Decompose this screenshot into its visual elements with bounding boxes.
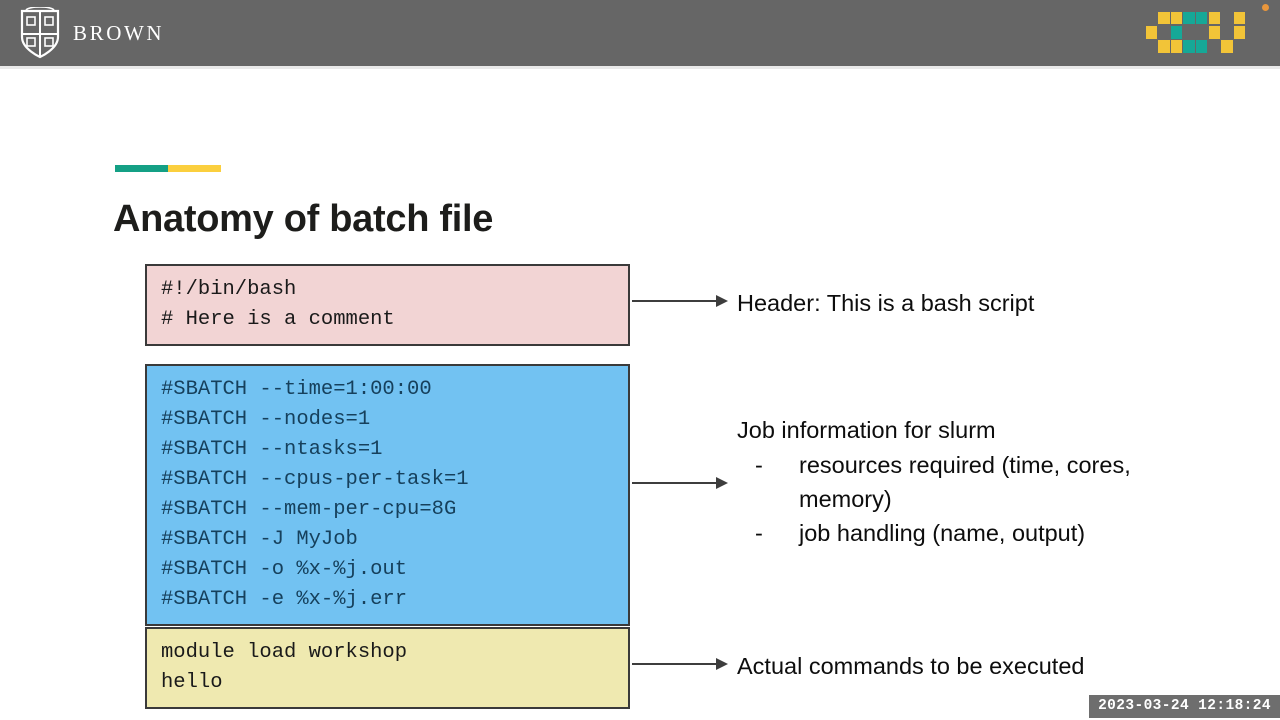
bullet-marker: -	[755, 520, 763, 546]
arrow-to-slurm-note	[632, 476, 728, 490]
pixel-cell	[1196, 12, 1208, 25]
pixel-cell	[1208, 26, 1220, 39]
brown-university-logo: BROWN	[20, 7, 164, 59]
pixel-cell	[1233, 12, 1246, 25]
pixel-cell	[1158, 40, 1170, 53]
list-item: - job handling (name, output)	[755, 516, 1167, 550]
pixel-cell	[1170, 26, 1183, 39]
annotation-commands-note: Actual commands to be executed	[737, 653, 1085, 679]
pixel-cell	[1208, 12, 1220, 25]
pixel-cell	[1183, 12, 1195, 25]
brown-shield-icon	[20, 7, 60, 59]
annotation-header-note: Header: This is a bash script	[737, 290, 1035, 316]
pixel-grid-logo-icon	[1133, 12, 1249, 56]
pixel-cell	[1233, 26, 1246, 39]
recording-timestamp: 2023-03-24 12:18:24	[1089, 695, 1280, 718]
pixel-cell	[1196, 40, 1208, 53]
bullet-text: job handling (name, output)	[799, 520, 1086, 546]
bullet-text: resources required (time, cores, memory)	[799, 452, 1131, 512]
list-item: - resources required (time, cores, memor…	[755, 448, 1167, 516]
pixel-cell	[1145, 26, 1157, 39]
annotation-slurm-note: Job information for slurm - resources re…	[737, 413, 1167, 550]
header-underline	[0, 66, 1280, 69]
accent-bar-teal	[115, 165, 168, 172]
arrow-to-commands-note	[632, 657, 728, 671]
bullet-marker: -	[755, 452, 763, 478]
top-header-bar	[0, 0, 1280, 66]
code-block-commands: module load workshop hello	[145, 627, 630, 709]
arrow-to-header-note	[632, 294, 728, 308]
pixel-cell	[1170, 40, 1183, 53]
code-block-header: #!/bin/bash # Here is a comment	[145, 264, 630, 346]
brown-wordmark: BROWN	[73, 20, 165, 45]
page-title: Anatomy of batch file	[113, 198, 494, 240]
corner-status-dot-icon	[1262, 4, 1269, 11]
pixel-cell	[1183, 40, 1195, 53]
pixel-cell	[1170, 12, 1183, 25]
accent-bar-yellow	[168, 165, 221, 172]
pixel-cell	[1158, 12, 1170, 25]
title-accent-bars	[115, 165, 221, 172]
slurm-note-heading: Job information for slurm	[737, 417, 996, 443]
code-block-sbatch: #SBATCH --time=1:00:00 #SBATCH --nodes=1…	[145, 364, 630, 626]
pixel-cell	[1221, 40, 1233, 53]
